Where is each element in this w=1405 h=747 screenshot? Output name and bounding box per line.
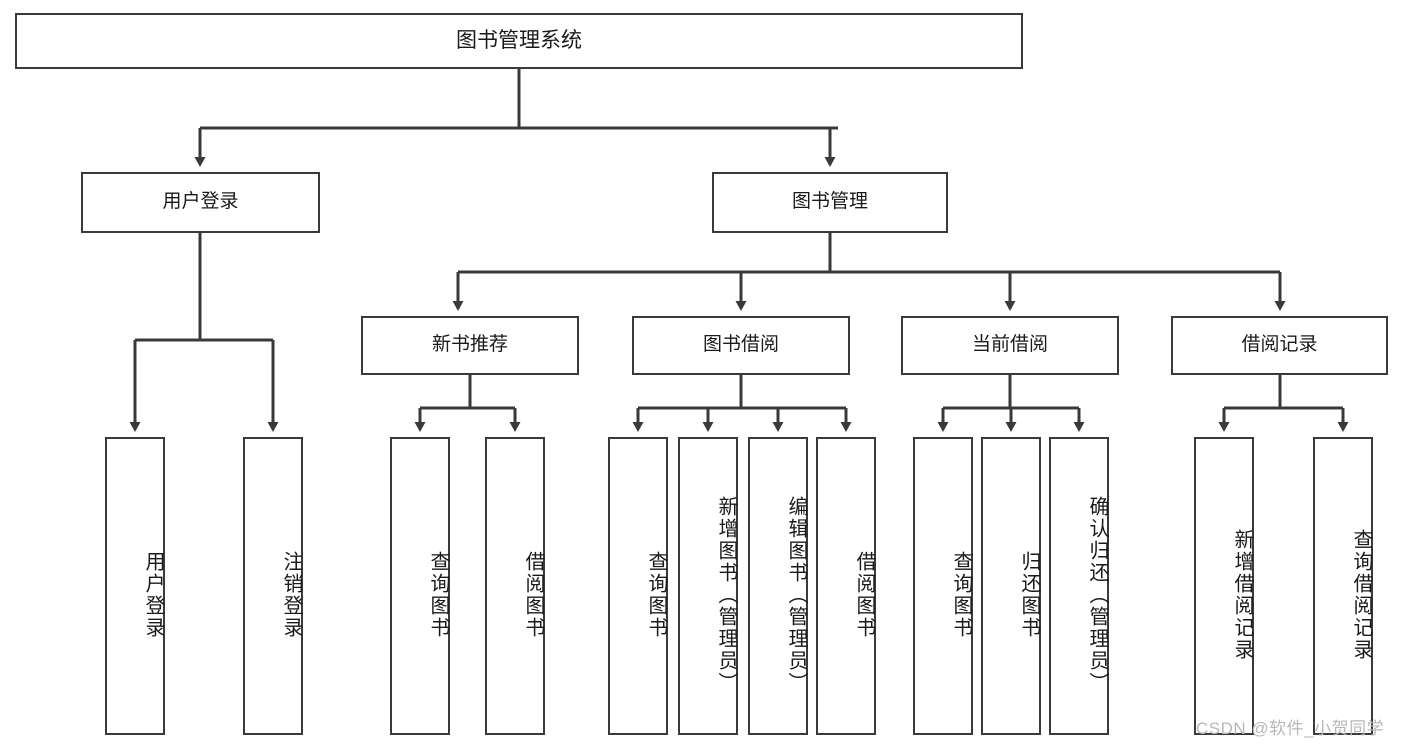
node-root[interactable]: 图书管理系统 bbox=[15, 13, 1023, 69]
node-leaf[interactable]: 归还图书 bbox=[981, 437, 1041, 735]
node-leaf[interactable]: 借阅图书 bbox=[816, 437, 876, 735]
node-leaf[interactable]: 查询图书 bbox=[608, 437, 668, 735]
node-leaf[interactable]: 确认归还（管理员） bbox=[1049, 437, 1109, 735]
node-label: 用户登录 bbox=[162, 191, 239, 213]
node-label: 图书管理系统 bbox=[456, 28, 582, 52]
node-label: 查询借阅记录 bbox=[1350, 529, 1372, 661]
node-leaf[interactable]: 查询图书 bbox=[390, 437, 450, 735]
node-level2[interactable]: 用户登录 bbox=[81, 172, 320, 233]
node-leaf[interactable]: 查询图书 bbox=[913, 437, 973, 735]
node-label: 查询图书 bbox=[950, 551, 972, 639]
node-leaf[interactable]: 借阅图书 bbox=[485, 437, 545, 735]
node-label: 借阅图书 bbox=[522, 551, 544, 639]
node-level3[interactable]: 借阅记录 bbox=[1171, 316, 1388, 375]
node-label: 当前借阅 bbox=[971, 334, 1048, 356]
node-leaf[interactable]: 新增借阅记录 bbox=[1194, 437, 1254, 735]
csdn-watermark: CSDN @软件_小贺同学 bbox=[1196, 719, 1385, 738]
node-leaf[interactable]: 新增图书（管理员） bbox=[678, 437, 738, 735]
node-label: 新增借阅记录 bbox=[1231, 529, 1253, 661]
node-leaf[interactable]: 查询借阅记录 bbox=[1313, 437, 1373, 735]
node-label: 新增图书（管理员） bbox=[715, 496, 737, 694]
node-level3[interactable]: 当前借阅 bbox=[901, 316, 1119, 375]
node-level3[interactable]: 图书借阅 bbox=[632, 316, 850, 375]
node-label: 借阅记录 bbox=[1241, 334, 1318, 356]
node-level2[interactable]: 图书管理 bbox=[712, 172, 948, 233]
node-label: 新书推荐 bbox=[431, 334, 508, 356]
node-leaf[interactable]: 编辑图书（管理员） bbox=[748, 437, 808, 735]
node-label: 查询图书 bbox=[427, 551, 449, 639]
node-label: 用户登录 bbox=[142, 551, 164, 639]
node-label: 确认归还（管理员） bbox=[1086, 496, 1108, 694]
node-level3[interactable]: 新书推荐 bbox=[361, 316, 579, 375]
node-label: 查询图书 bbox=[645, 551, 667, 639]
node-leaf[interactable]: 用户登录 bbox=[105, 437, 165, 735]
node-label: 借阅图书 bbox=[853, 551, 875, 639]
node-leaf[interactable]: 注销登录 bbox=[243, 437, 303, 735]
node-label: 归还图书 bbox=[1018, 551, 1040, 639]
node-label: 图书管理 bbox=[791, 191, 868, 213]
node-label: 编辑图书（管理员） bbox=[785, 496, 807, 694]
node-label: 图书借阅 bbox=[702, 334, 779, 356]
node-label: 注销登录 bbox=[280, 551, 302, 639]
